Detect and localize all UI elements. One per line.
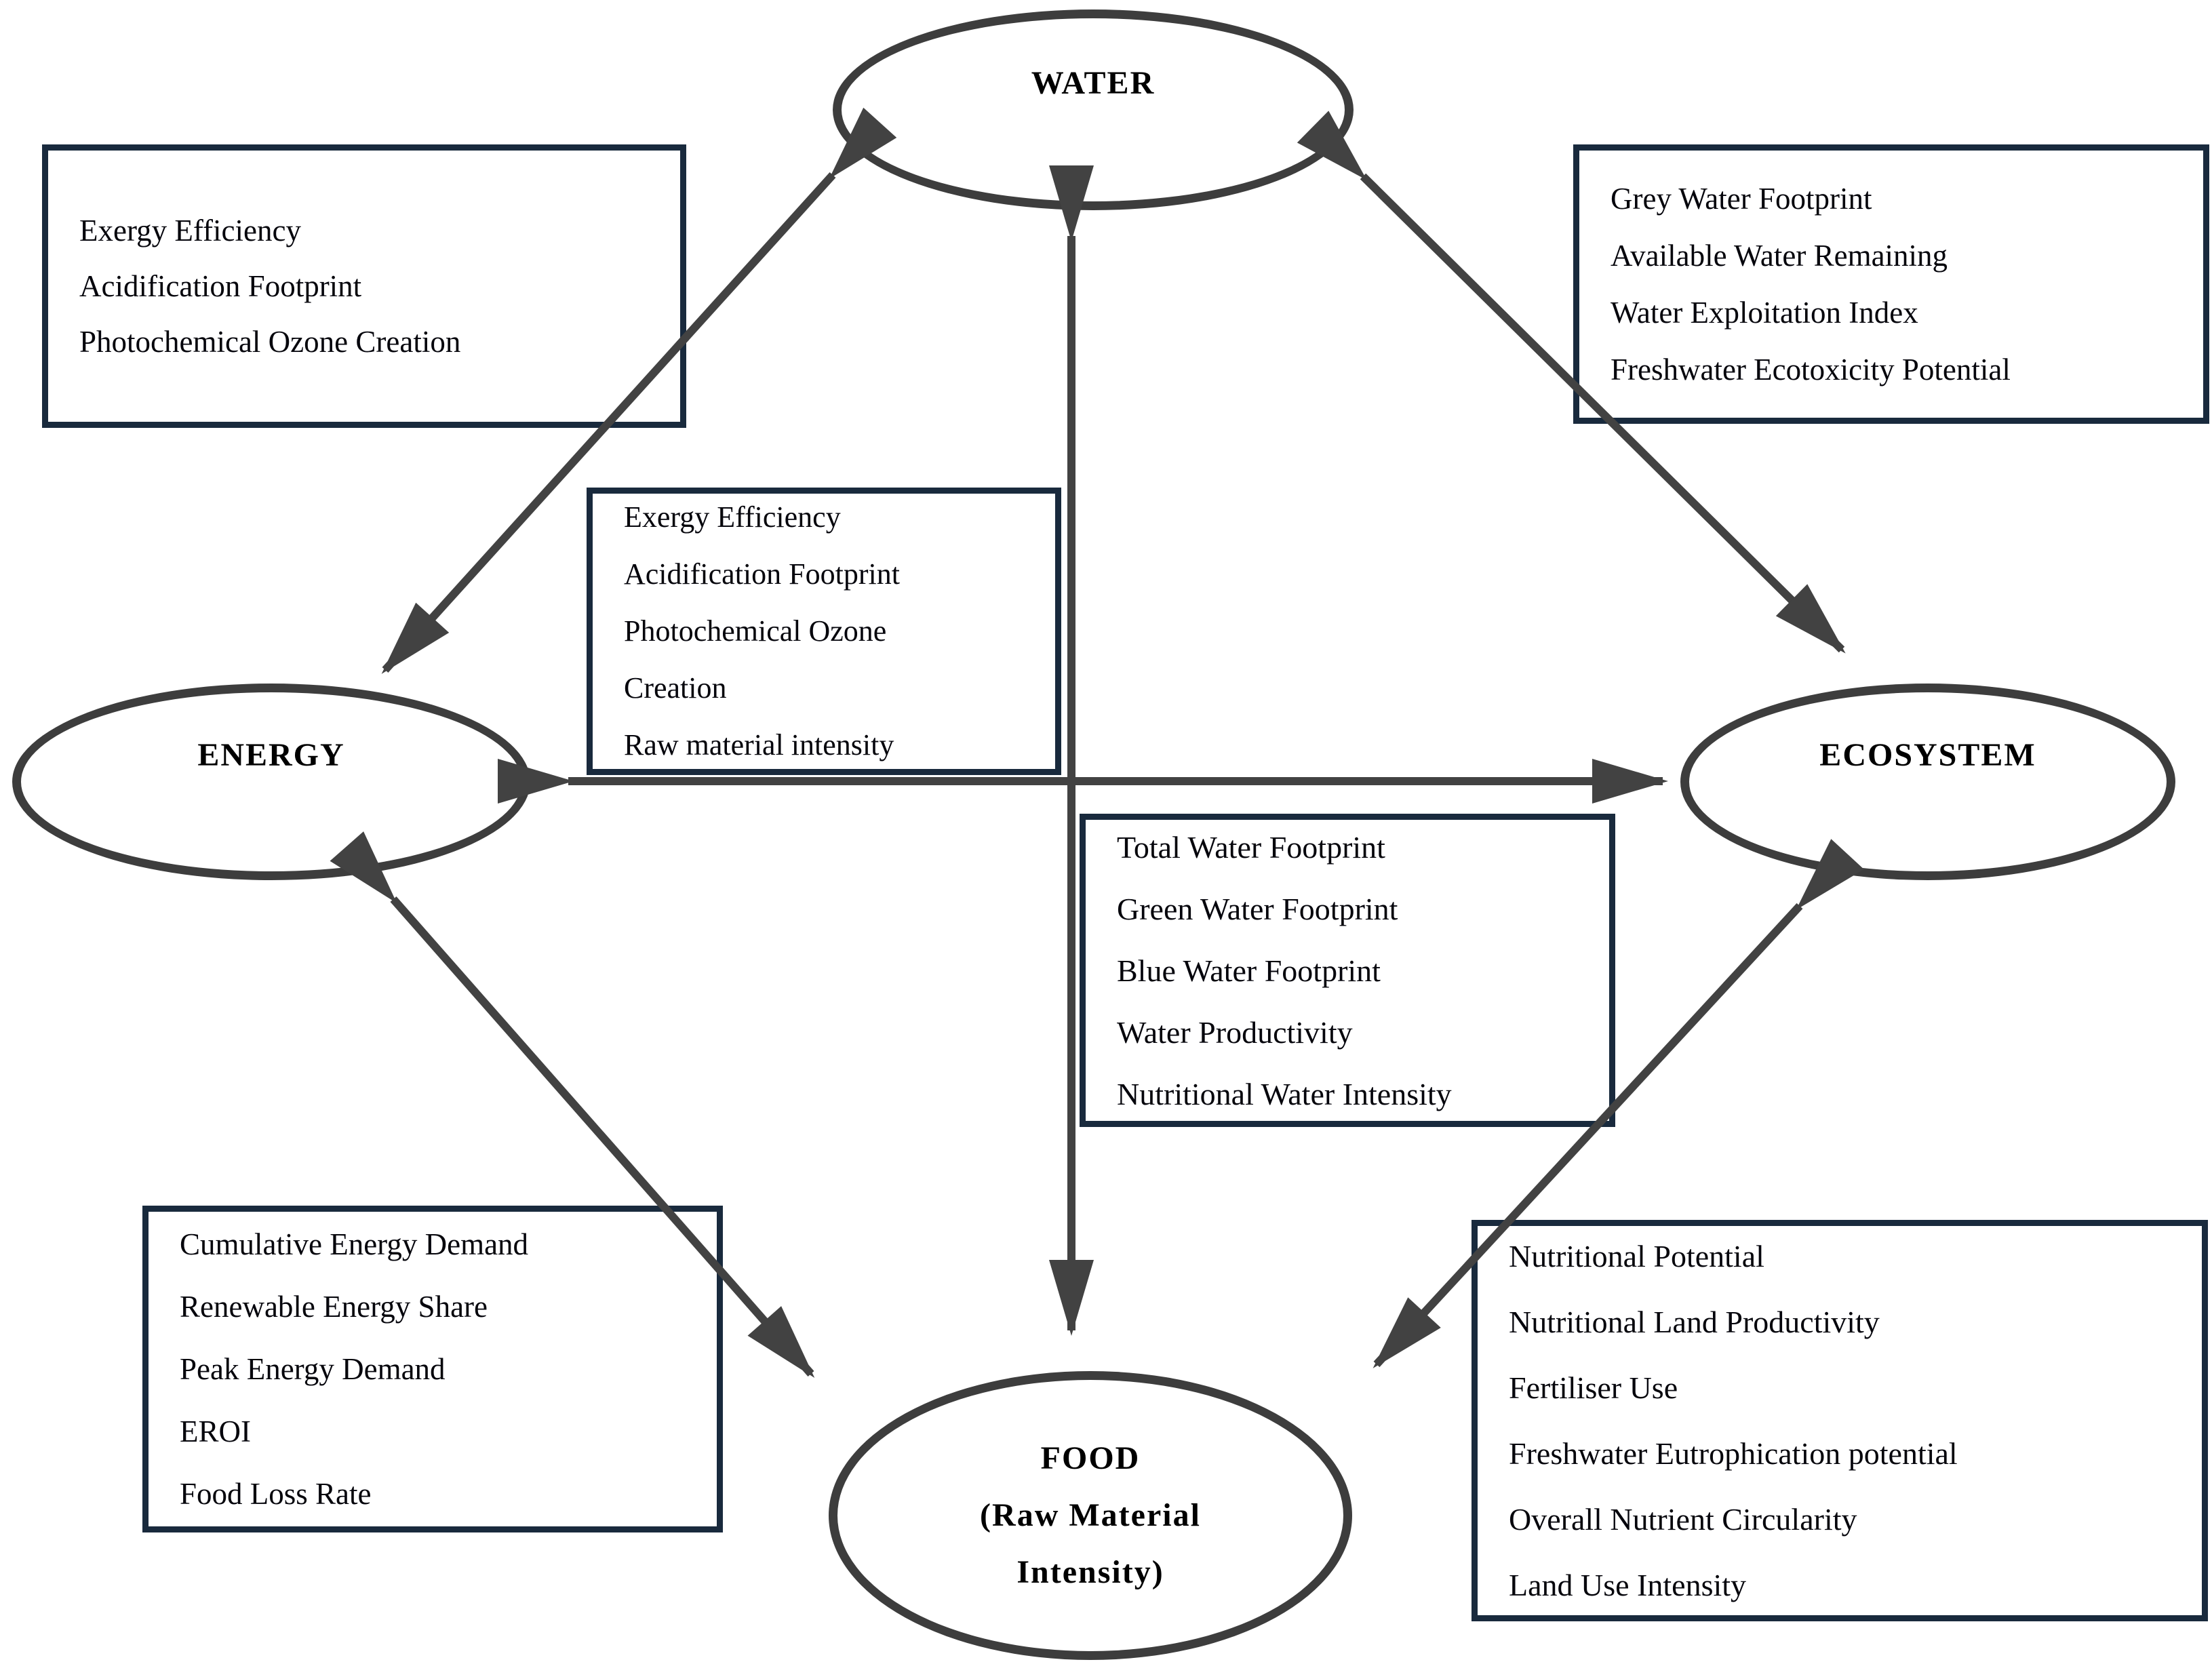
indicator-item: Peak Energy Demand (180, 1352, 446, 1386)
node-ecosystem: ECOSYSTEM (1680, 684, 2175, 880)
indicator-box-water-energy: Exergy Efficiency Acidification Footprin… (42, 144, 686, 428)
indicator-item: Grey Water Footprint (1611, 182, 1872, 216)
indicator-item: Creation (624, 671, 727, 705)
indicator-item: Photochemical Ozone (624, 614, 887, 648)
node-food: FOOD (Raw Material Intensity) (829, 1371, 1352, 1660)
indicator-item: Overall Nutrient Circularity (1509, 1502, 1857, 1537)
node-food-label: FOOD (1040, 1440, 1141, 1476)
indicator-item: Photochemical Ozone Creation (79, 325, 461, 359)
indicator-item: Nutritional Potential (1509, 1239, 1764, 1273)
indicator-box-water-ecosystem: Grey Water Footprint Available Water Rem… (1573, 144, 2209, 424)
indicator-item: Acidification Footprint (624, 557, 900, 591)
indicator-item: EROI (180, 1414, 251, 1448)
indicator-box-energy: Exergy Efficiency Acidification Footprin… (587, 488, 1061, 775)
indicator-item: Water Productivity (1117, 1014, 1353, 1050)
node-food-sublabel: Intensity) (1016, 1554, 1164, 1590)
indicator-item: Food Loss Rate (180, 1477, 372, 1511)
node-water-label: WATER (1031, 64, 1156, 101)
indicator-item: Exergy Efficiency (79, 214, 301, 248)
indicator-item: Acidification Footprint (79, 269, 362, 303)
indicator-item: Water Exploitation Index (1611, 296, 1918, 330)
indicator-item: Nutritional Water Intensity (1117, 1076, 1452, 1111)
indicator-box-water-food: Total Water Footprint Green Water Footpr… (1080, 814, 1615, 1127)
node-energy: ENERGY (12, 684, 530, 880)
indicator-item: Freshwater Eutrophication potential (1509, 1436, 1958, 1471)
indicator-item: Freshwater Ecotoxicity Potential (1611, 353, 2011, 387)
indicator-box-energy-food: Cumulative Energy Demand Renewable Energ… (142, 1206, 723, 1532)
indicator-item: Available Water Remaining (1611, 239, 1948, 273)
indicator-box-food-ecosystem: Nutritional Potential Nutritional Land P… (1472, 1220, 2208, 1621)
node-food-sublabel: (Raw Material (980, 1497, 1201, 1533)
indicator-item: Cumulative Energy Demand (180, 1227, 529, 1261)
indicator-item: Raw material intensity (624, 728, 894, 761)
indicator-item: Land Use Intensity (1509, 1568, 1747, 1602)
indicator-item: Blue Water Footprint (1117, 953, 1381, 988)
indicator-item: Renewable Energy Share (180, 1290, 488, 1324)
node-water: WATER (833, 9, 1354, 210)
indicator-item: Green Water Footprint (1117, 891, 1398, 926)
indicator-item: Fertiliser Use (1509, 1370, 1678, 1405)
indicator-item: Nutritional Land Productivity (1509, 1305, 1880, 1339)
node-energy-label: ENERGY (197, 736, 345, 773)
indicator-item: Total Water Footprint (1117, 829, 1385, 865)
indicator-item: Exergy Efficiency (624, 500, 841, 534)
node-ecosystem-label: ECOSYSTEM (1819, 736, 2036, 773)
